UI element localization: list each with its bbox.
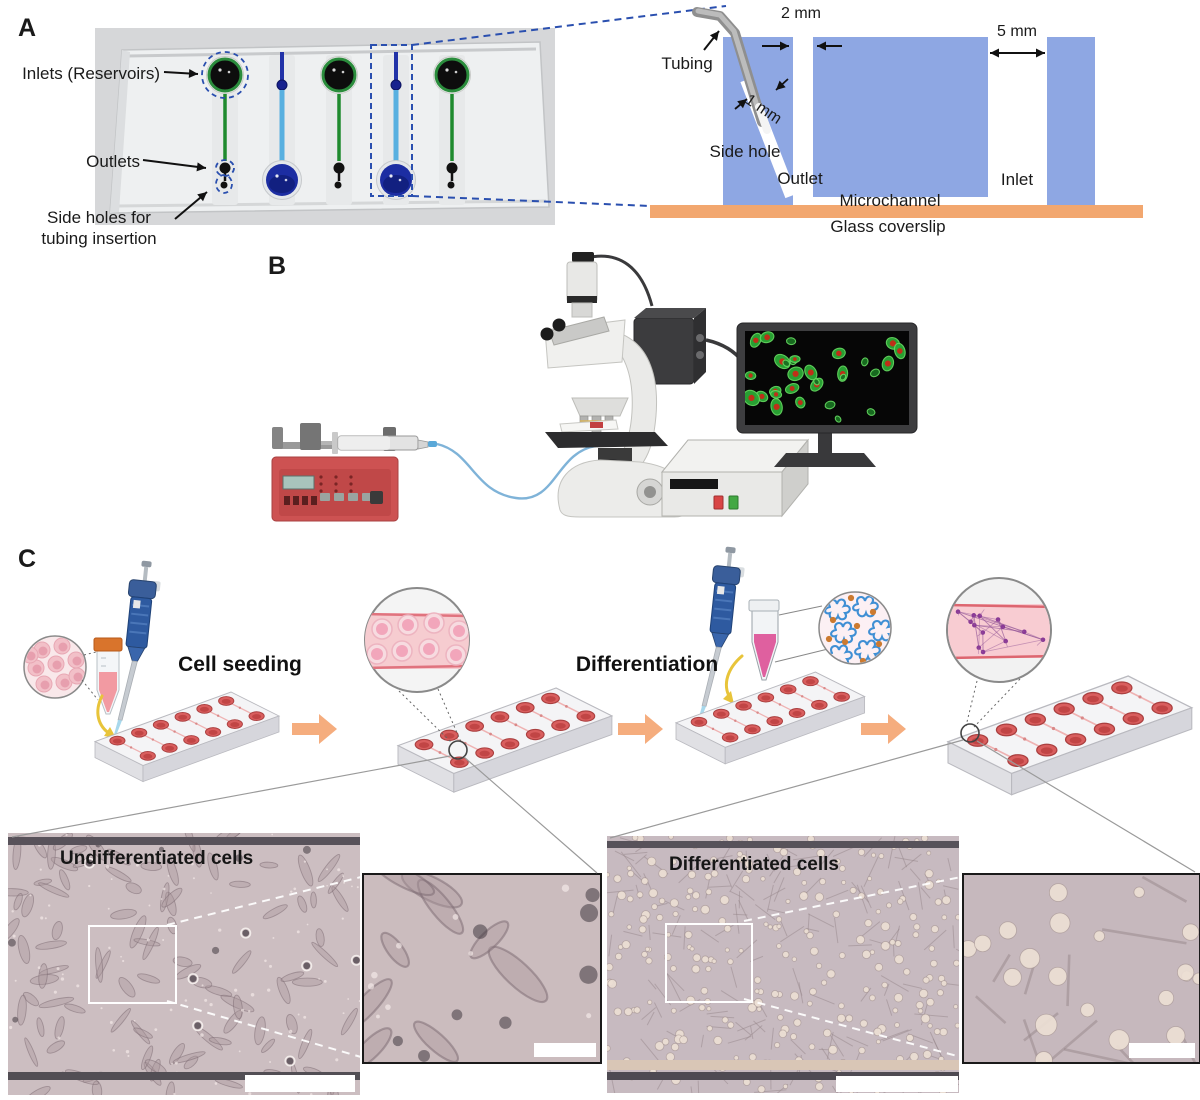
inlet-label: Inlet xyxy=(1000,170,1034,189)
dispense-arrow-2 xyxy=(723,654,744,704)
chip4-zoom-circle xyxy=(960,723,980,743)
chip-photograph xyxy=(95,28,555,225)
tubing-illustration xyxy=(692,7,771,134)
inlets-label: Inlets (Reservoirs) xyxy=(22,64,160,83)
workflow-arrow-right xyxy=(618,714,663,744)
camera xyxy=(572,252,594,262)
panel-a-label: A xyxy=(18,14,37,42)
tube-cap-orange xyxy=(93,637,123,652)
monitor-screen xyxy=(745,331,909,425)
syringe-pump-illustration xyxy=(271,423,597,522)
workflow-arrow-right xyxy=(861,714,906,744)
inlet-width-dimension: 5 mm xyxy=(997,23,1037,40)
power-button-green xyxy=(728,495,739,510)
differentiated-zoom-inset xyxy=(962,873,1200,1064)
cell-suspension-inset xyxy=(23,635,99,701)
channel-wall-top xyxy=(607,841,959,848)
panel-b-label: B xyxy=(268,252,287,280)
pump-display xyxy=(282,475,315,490)
sample-slide xyxy=(559,419,619,433)
chip-illustration xyxy=(674,671,866,765)
channel-wall-bottom xyxy=(8,1072,360,1080)
seeded-channel-inset xyxy=(364,587,470,744)
dashed-connector-lines xyxy=(411,5,727,207)
side-holes-label: Side holes for tubing insertion xyxy=(10,207,188,249)
differentiation-factors-inset xyxy=(818,591,892,665)
scale-bar xyxy=(245,1075,355,1092)
side-holes-label-line2: tubing insertion xyxy=(41,229,157,248)
roi-box xyxy=(665,923,753,1003)
differentiated-title: Differentiated cells xyxy=(669,854,839,875)
channel-floor-streak xyxy=(607,1060,959,1070)
binocular-tubes xyxy=(548,316,610,346)
differentiated-channel-inset xyxy=(946,577,1052,728)
camera-cable xyxy=(585,254,654,307)
channel-wall-bottom xyxy=(607,1072,959,1080)
glass-coverslip-label: Glass coverslip xyxy=(830,217,946,236)
scale-bar xyxy=(836,1076,958,1092)
workflow-arrow-right xyxy=(292,714,337,744)
microscope-illustration xyxy=(540,252,758,518)
microchannel-label: Microchannel xyxy=(839,191,941,210)
power-button-red xyxy=(713,495,724,510)
differentiation-label: Differentiation xyxy=(575,653,719,676)
scale-bar xyxy=(1129,1043,1195,1058)
monitor-illustration xyxy=(736,322,918,467)
glass-coverslip-bar xyxy=(650,205,1143,218)
outlets-label: Outlets xyxy=(86,152,140,171)
controller-box-illustration xyxy=(660,438,810,518)
outlet-width-dimension: 2 mm xyxy=(781,5,821,22)
tubing-line xyxy=(436,442,597,500)
panel-c-label: C xyxy=(18,545,37,573)
undifferentiated-zoom-inset xyxy=(362,873,602,1064)
roi-box xyxy=(88,925,177,1004)
side-hole-label: Side hole xyxy=(709,142,781,161)
channel-wall-top xyxy=(8,837,360,845)
undifferentiated-micrograph: Undifferentiated cells xyxy=(8,833,360,1095)
side-holes-label-line1: Side holes for xyxy=(47,208,151,227)
dashed-roi-rectangle xyxy=(370,44,413,197)
cell-seeding-label: Cell seeding xyxy=(178,653,302,676)
objective-turret xyxy=(571,397,629,417)
medium-tube-illustration xyxy=(748,599,829,681)
chip2-zoom-circle xyxy=(448,740,468,760)
undifferentiated-title: Undifferentiated cells xyxy=(60,848,254,869)
panel-b-graphics xyxy=(271,252,918,522)
chip-illustration xyxy=(396,687,614,793)
differentiated-micrograph: Differentiated cells xyxy=(607,836,959,1093)
scale-bar xyxy=(534,1043,596,1057)
tubing-label: Tubing xyxy=(661,54,713,73)
chip-illustration xyxy=(946,675,1194,796)
device-cross-section-schematic xyxy=(650,7,1143,218)
panel-a-graphics xyxy=(95,5,1143,225)
panel-c-graphics xyxy=(23,544,1194,796)
outlet-label: Outlet xyxy=(777,169,823,188)
tube-cap-white xyxy=(748,599,780,612)
